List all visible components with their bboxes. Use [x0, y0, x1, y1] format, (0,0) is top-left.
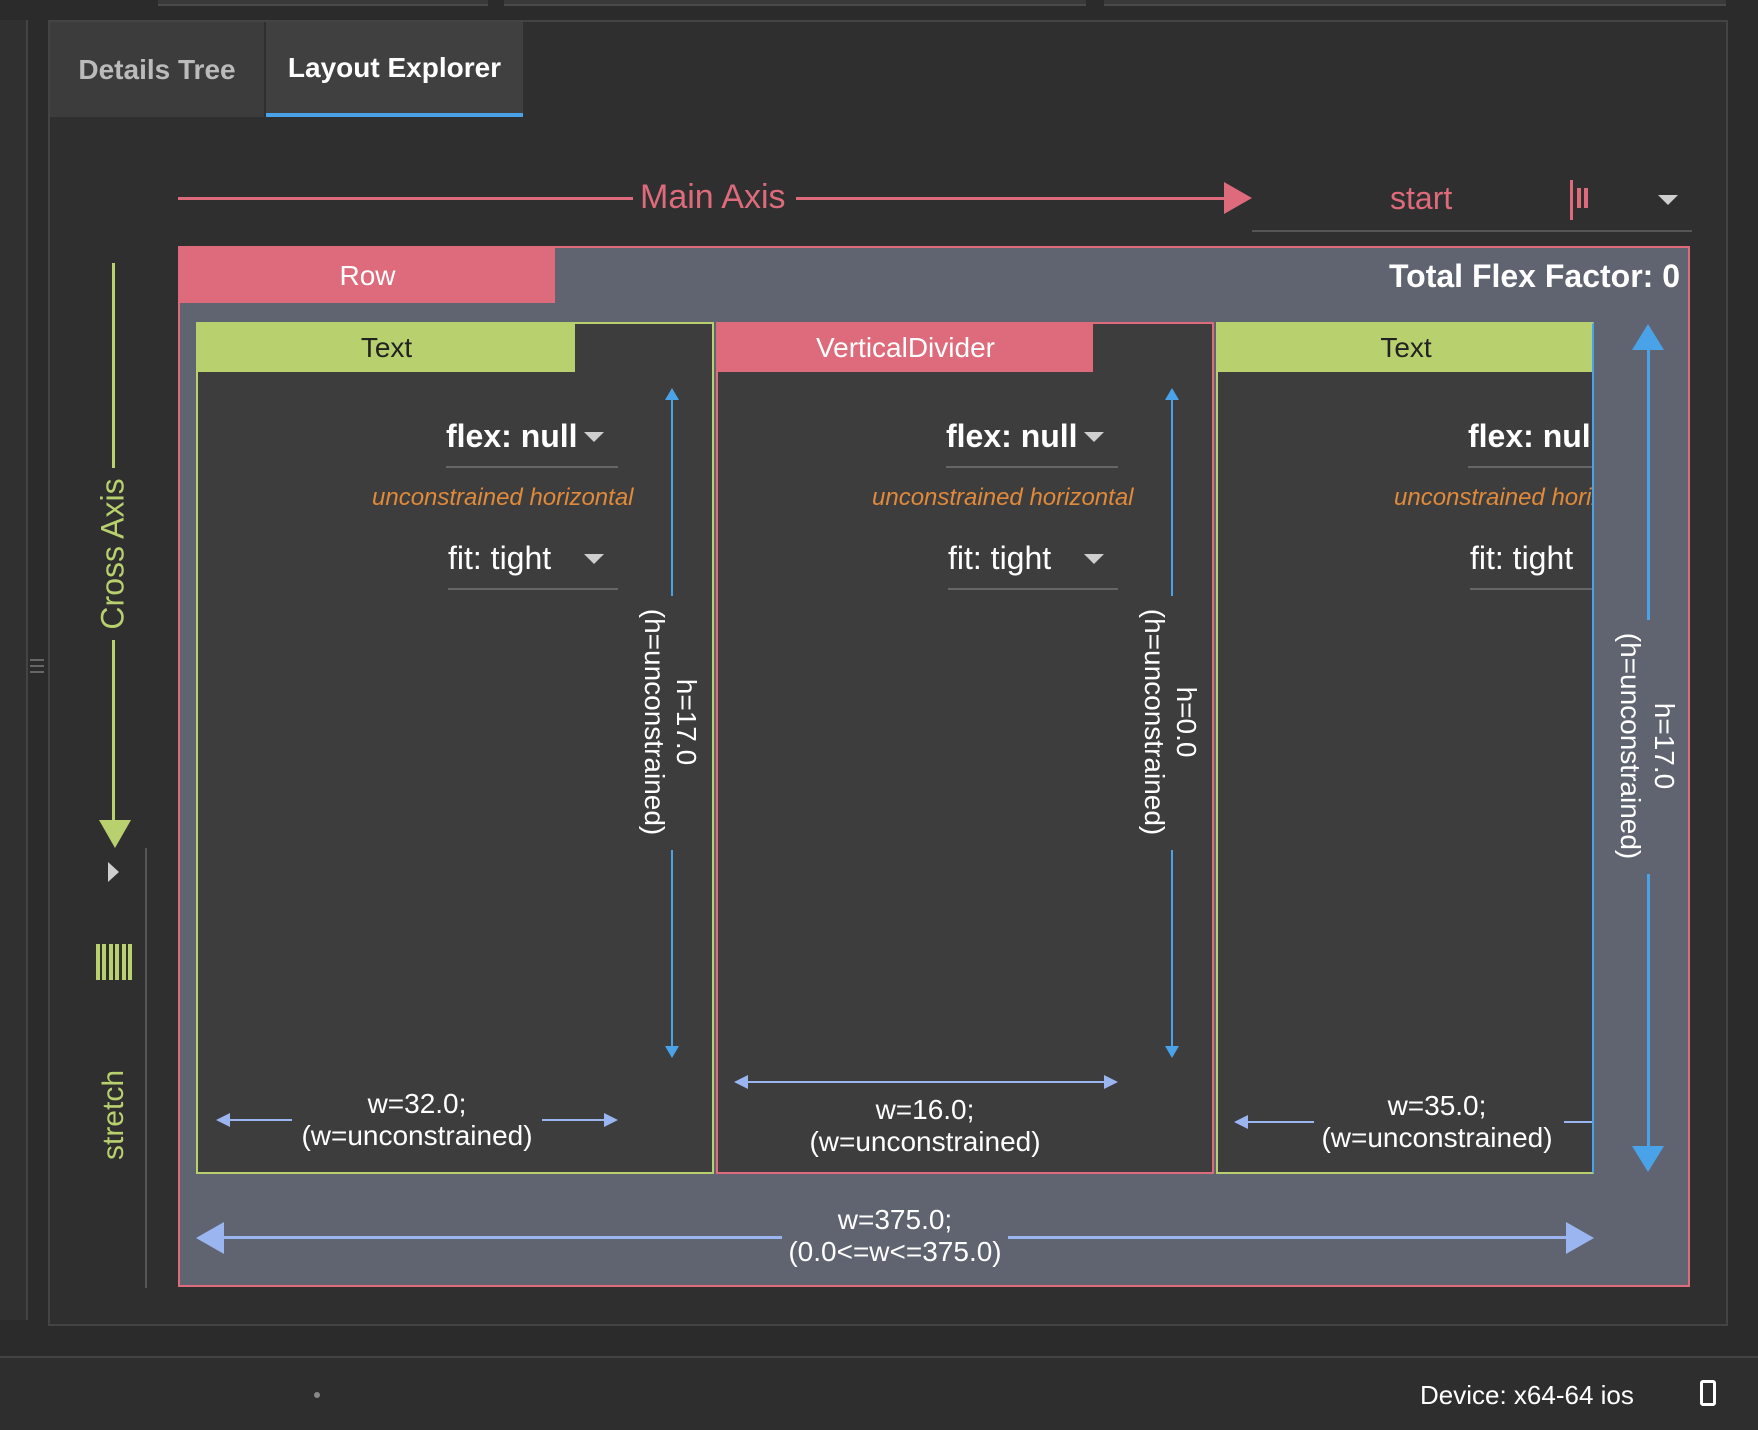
arrow-down-icon: [1165, 1046, 1179, 1058]
child-header[interactable]: Text: [198, 324, 575, 372]
chevron-down-icon[interactable]: [1658, 195, 1678, 205]
cross-axis-arrow-icon: [99, 820, 131, 848]
chevron-down-icon[interactable]: [1084, 432, 1104, 442]
width-line: [542, 1119, 606, 1121]
arrow-down-icon: [1632, 1146, 1664, 1172]
align-start-icon: [1568, 180, 1592, 225]
status-bar: [0, 1356, 1758, 1430]
top-toolbar-segment: [504, 0, 1086, 6]
height-line: [1647, 874, 1650, 1146]
align-stretch-icon[interactable]: [96, 944, 132, 980]
width-line: [746, 1081, 1106, 1083]
chevron-right-icon[interactable]: [108, 862, 119, 882]
cross-axis-label: Cross Axis: [94, 478, 131, 630]
arrow-up-icon: [1632, 324, 1664, 350]
cross-axis-line: [112, 640, 115, 823]
width-line: [1246, 1121, 1314, 1123]
child-text-2[interactable]: Text flex: null unconstrained horizo fit…: [1216, 322, 1594, 1174]
flex-select-value[interactable]: flex: null: [446, 418, 578, 454]
height-line: [1171, 850, 1173, 1048]
row-header[interactable]: Row: [180, 248, 555, 303]
height-constraint: (h=unconstrained): [1139, 608, 1170, 836]
row-width-value: w=375.0;: [837, 1204, 953, 1235]
top-toolbar-segment: [158, 0, 488, 6]
row-width-label: w=375.0; (0.0<=w<=375.0): [782, 1204, 1008, 1268]
main-axis-line: [796, 197, 1226, 200]
select-underline: [946, 466, 1118, 468]
resize-handle[interactable]: [30, 655, 44, 685]
arrow-left-icon: [216, 1113, 230, 1127]
chevron-down-icon[interactable]: [584, 554, 604, 564]
fit-select-value[interactable]: fit: tight: [448, 540, 552, 576]
height-line: [671, 850, 673, 1048]
width-constraint: (w=unconstrained): [809, 1126, 1041, 1157]
fit-select-value[interactable]: fit: tight: [1470, 540, 1574, 576]
flex-select-value[interactable]: flex: null: [946, 418, 1078, 454]
width-label: w=35.0; (w=unconstrained): [1314, 1090, 1560, 1154]
tab-layout-explorer[interactable]: Layout Explorer: [266, 22, 523, 117]
width-line: [1008, 1236, 1568, 1239]
width-value: w=16.0;: [875, 1094, 975, 1125]
main-axis-alignment-value: start: [1390, 180, 1453, 216]
arrow-up-icon: [665, 388, 679, 400]
phone-icon[interactable]: [1700, 1380, 1716, 1406]
arrow-down-icon: [665, 1046, 679, 1058]
width-line: [222, 1236, 782, 1239]
fit-select-value[interactable]: fit: tight: [948, 540, 1052, 576]
device-label[interactable]: Device: x64-64 ios: [1420, 1380, 1634, 1410]
flex-select-value[interactable]: flex: null: [1468, 418, 1594, 454]
total-flex-factor: Total Flex Factor: 0: [1388, 258, 1680, 294]
height-constraint: (h=unconstrained): [639, 608, 670, 836]
main-axis-alignment-select[interactable]: [1252, 175, 1692, 232]
row-height-value: h=17.0: [1649, 702, 1680, 790]
width-line: [1564, 1121, 1592, 1123]
width-constraint: (w=unconstrained): [301, 1120, 533, 1151]
select-underline: [448, 588, 618, 590]
height-line: [671, 398, 673, 596]
left-side-panel: [0, 20, 28, 1320]
select-underline: [948, 588, 1118, 590]
arrow-left-icon: [734, 1075, 748, 1089]
select-underline: [446, 466, 618, 468]
constraint-note: unconstrained horizontal: [872, 484, 1134, 511]
height-line: [1171, 398, 1173, 596]
child-header[interactable]: VerticalDivider: [718, 324, 1093, 372]
select-underline: [1468, 466, 1592, 468]
chevron-down-icon[interactable]: [1084, 554, 1104, 564]
arrow-up-icon: [1165, 388, 1179, 400]
child-vertical-divider[interactable]: [716, 322, 1214, 1174]
height-value: h=17.0: [671, 678, 702, 766]
cross-axis-alignment-value[interactable]: stretch: [97, 1069, 130, 1161]
width-label: w=32.0; (w=unconstrained): [292, 1088, 542, 1152]
height-line: [1647, 348, 1650, 620]
tab-details-tree[interactable]: Details Tree: [50, 22, 264, 117]
select-underline: [1470, 588, 1592, 590]
arrow-left-icon: [1234, 1115, 1248, 1129]
cross-axis-line: [112, 263, 115, 468]
arrow-right-icon: [604, 1113, 618, 1127]
width-value: w=35.0;: [1387, 1090, 1487, 1121]
cross-axis-select-underline: [145, 848, 147, 1288]
arrow-left-icon: [196, 1222, 224, 1254]
child-header[interactable]: Text: [1218, 324, 1592, 372]
status-dot: [314, 1392, 320, 1398]
main-axis-label: Main Axis: [640, 178, 786, 216]
width-value: w=32.0;: [367, 1088, 467, 1119]
constraint-note: unconstrained horizo: [1394, 484, 1592, 511]
row-width-constraint: (0.0<=w<=375.0): [788, 1236, 1002, 1267]
width-label: w=16.0; (w=unconstrained): [795, 1094, 1055, 1158]
arrow-right-icon: [1566, 1222, 1594, 1254]
child-text-1[interactable]: [196, 322, 714, 1174]
width-line: [228, 1119, 292, 1121]
constraint-note: unconstrained horizontal: [372, 484, 634, 511]
row-height-constraint: (h=unconstrained): [1615, 632, 1646, 860]
chevron-down-icon[interactable]: [584, 432, 604, 442]
top-toolbar-segment: [1104, 0, 1726, 6]
arrow-right-icon: [1104, 1075, 1118, 1089]
main-axis-arrow-icon: [1224, 182, 1252, 214]
width-constraint: (w=unconstrained): [1321, 1122, 1553, 1153]
height-value: h=0.0: [1171, 686, 1202, 758]
main-axis-line: [178, 197, 633, 200]
